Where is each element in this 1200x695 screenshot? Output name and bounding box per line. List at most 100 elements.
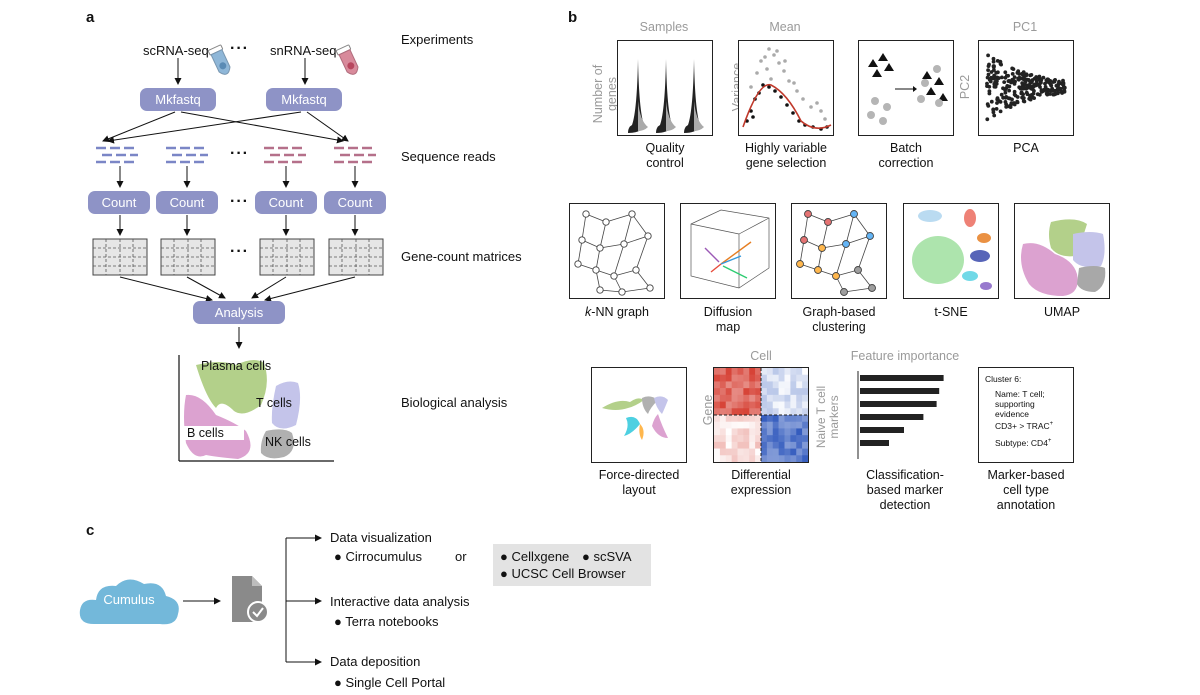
heatmap-cell	[761, 408, 768, 416]
pca-point	[998, 100, 1003, 104]
heatmap-cell	[778, 415, 785, 423]
annotation-marker-sup: +	[1049, 421, 1054, 427]
heatmap-cell	[719, 455, 727, 462]
caption-hvg-selection: Highly variable gene selection	[745, 141, 827, 170]
pca-point	[1030, 80, 1034, 84]
heatmap-cell	[714, 415, 721, 423]
heatmap-cell	[802, 455, 808, 462]
heatmap-cell	[772, 455, 779, 462]
alt-scsva-text: scSVA	[593, 549, 632, 564]
heatmap-cell	[719, 401, 727, 409]
heatmap-cell	[725, 408, 732, 416]
heatmap-cell	[790, 401, 797, 409]
heatmap-cell	[731, 448, 738, 456]
input-ellipsis: ···	[230, 40, 249, 57]
heatmap-cell	[714, 428, 721, 436]
pca-point	[1049, 89, 1054, 93]
heatmap-cell	[790, 368, 797, 376]
heatmap-cell	[714, 421, 721, 429]
caption-classification: Classification- based marker detection	[866, 468, 944, 512]
heatmap-cell	[755, 368, 762, 376]
heatmap-cell	[749, 408, 756, 416]
heatmap-cell	[725, 374, 732, 382]
heatmap-cell	[743, 415, 750, 423]
force-directed-plot	[591, 367, 687, 463]
pca-point	[1029, 93, 1034, 97]
blue-tube-icon	[207, 44, 231, 75]
heatmap-cell	[749, 421, 756, 429]
heatmap-cell	[725, 388, 732, 396]
heatmap-cell	[719, 381, 727, 389]
pca-point	[1015, 95, 1020, 99]
pca-point	[986, 104, 991, 108]
pca-point	[991, 107, 996, 112]
pca-point	[1025, 92, 1030, 97]
pca-point	[1048, 82, 1053, 87]
heatmap-cell	[772, 435, 779, 443]
output-item-scp: ● Single Cell Portal	[334, 675, 446, 690]
heatmap-cell	[802, 374, 808, 382]
heatmap-cell	[737, 381, 744, 389]
heatmap-cell	[749, 394, 756, 402]
pca-point	[1017, 85, 1022, 90]
heatmap-cell	[761, 388, 768, 396]
heatmap-cell	[796, 448, 803, 456]
tsne-plot	[903, 203, 999, 299]
heatmap-cell	[766, 394, 774, 402]
pca-point	[1062, 89, 1067, 94]
heatmap-cell	[778, 428, 785, 436]
gene-count-matrices	[92, 238, 384, 276]
graph-clustering-plot	[791, 203, 887, 299]
heatmap-cell	[790, 421, 797, 429]
cumulus-label: Cumulus	[103, 592, 155, 607]
heatmap-cell	[725, 455, 732, 462]
alt-cellxgene-text: Cellxgene	[511, 549, 570, 564]
heatmap-cell	[731, 415, 738, 423]
pca-point	[1003, 88, 1007, 92]
stage-gene-count-matrices: Gene-count matrices	[401, 249, 522, 264]
output-item-terra-text: Terra notebooks	[345, 614, 439, 629]
caption-graph-clustering: Graph-based clustering	[802, 305, 876, 334]
heatmap-cell	[719, 415, 727, 423]
heatmap-cell	[725, 421, 732, 429]
pca-point	[992, 84, 997, 89]
pca-point	[989, 75, 993, 80]
heatmap-cell	[766, 428, 774, 436]
heatmap-cell	[755, 408, 762, 416]
heatmap-cell	[766, 415, 774, 423]
pca-point	[1015, 99, 1020, 104]
pca-point	[1061, 78, 1065, 83]
heatmap-cell	[802, 428, 808, 436]
pca-point	[989, 70, 994, 74]
hvg-scatter-plot	[738, 40, 834, 136]
heatmap-cell	[772, 408, 779, 416]
heatmap-cell	[743, 368, 750, 376]
label-nk-cells: NK cells	[265, 435, 311, 449]
heatmap-cell	[714, 368, 721, 376]
heatmap-cell	[790, 408, 797, 416]
heatmap-cell	[761, 421, 768, 429]
annotation-subtype-sup: +	[1047, 437, 1052, 444]
heatmap-cell	[737, 401, 744, 409]
heatmap-cell	[755, 448, 762, 456]
count-node-3: Count	[255, 191, 317, 214]
label-b-cells: B cells	[187, 426, 224, 440]
annotation-name: Name: T cell;	[995, 389, 1045, 399]
pca-point	[1026, 78, 1031, 82]
heatmap-cell	[802, 448, 808, 456]
plasma-cluster-shape	[196, 359, 267, 414]
heatmap-cell	[790, 428, 797, 436]
heatmap-cell	[749, 455, 756, 462]
caption-marker-annotation: Marker-based cell type annotation	[987, 468, 1065, 512]
heatmap-cell	[743, 435, 750, 443]
pca-point	[1030, 87, 1035, 92]
feature-importance-bar	[860, 401, 937, 407]
caption-batch-correction: Batch correction	[878, 141, 934, 170]
pca-point	[995, 96, 1000, 101]
heatmap-cell	[737, 428, 744, 436]
marker-annotation-card: Cluster 6: Name: T cell; supporting evid…	[978, 367, 1074, 463]
heatmap-cell	[731, 455, 738, 462]
pca-point	[1035, 82, 1040, 87]
diffusion-map-plot	[680, 203, 776, 299]
output-heading-interactive: Interactive data analysis	[330, 594, 470, 609]
